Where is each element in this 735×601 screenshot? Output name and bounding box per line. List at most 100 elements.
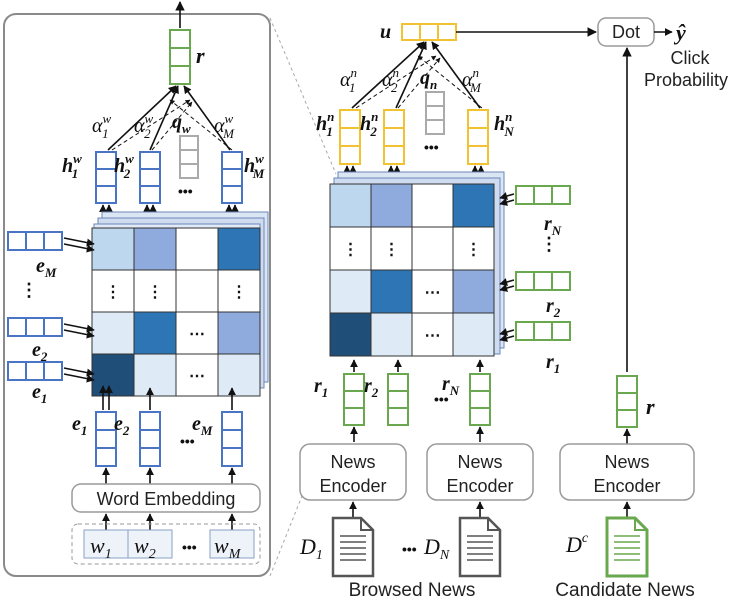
news-encoder-1-line2: Encoder <box>319 476 386 496</box>
word-token-w1-box <box>83 529 129 559</box>
matrix-cell <box>91 311 135 355</box>
e-bottom-ellipsis: ••• <box>180 433 195 449</box>
word-up-arrows <box>102 513 236 532</box>
r-2-side-label: r2 <box>546 295 561 320</box>
u-label: u <box>380 21 391 43</box>
matrix-cell <box>217 353 261 397</box>
matrix-cell <box>411 226 454 271</box>
candidate-encoder-line2: Encoder <box>593 476 660 496</box>
news-encoder-box-2 <box>426 443 534 501</box>
matrix-cell <box>133 269 177 313</box>
prediction-panel: Dot ŷ Click Probability r News Encoder D… <box>555 17 728 601</box>
matrix-cell-ellipsis: ⋯ <box>189 368 205 385</box>
zoom-connector <box>269 17 337 577</box>
hidden-vector-h1 <box>95 151 117 204</box>
matrix-cell <box>91 353 135 397</box>
embedding-side-arrows <box>63 237 95 383</box>
e-1-bottom-label: e1 <box>72 413 87 438</box>
r-up-arrows <box>350 359 484 372</box>
news-vector-r2-side <box>515 271 571 291</box>
hidden-vector-hnn <box>467 109 489 165</box>
matrix-cell <box>217 311 261 355</box>
candidate-document-icon <box>605 516 649 578</box>
r-n-bottom-label: rN <box>442 373 460 398</box>
matrix-cell-ellipsis: ⋯ <box>425 285 441 302</box>
news-attention-matrix: ⋮⋮⋮⋯⋯ <box>329 171 505 357</box>
e-m-bottom-label: eM <box>192 413 213 438</box>
e-m-side-label: eM <box>36 255 57 280</box>
news-encoder-2-line1: News <box>457 452 502 472</box>
matrix-cell-ellipsis: ⋮ <box>384 242 400 259</box>
matrix-cell-ellipsis: ⋮ <box>231 284 247 301</box>
r-side-arrows <box>499 192 515 342</box>
matrix-cell <box>329 183 372 228</box>
embedding-vector-em-side <box>7 231 63 251</box>
document-icon <box>331 516 375 578</box>
matrix-cell <box>175 353 219 397</box>
embedding-vector-e2-side <box>7 317 63 337</box>
embedding-vector-e1-side <box>7 361 63 381</box>
matrix-cell <box>452 312 495 357</box>
click-label-line1: Click <box>671 48 711 68</box>
candidate-r-label: r <box>646 394 655 419</box>
word-token-wm-box <box>209 529 255 559</box>
matrix-cell <box>452 183 495 228</box>
e-side-vdots: ⋮ <box>20 280 38 300</box>
candidate-news-encoder-box <box>559 443 695 501</box>
matrix-cell <box>91 227 135 271</box>
user-vector-u <box>401 23 457 41</box>
matrix-cell <box>370 226 413 271</box>
matrix-cell <box>411 183 454 228</box>
news-vector-r1-side <box>515 321 571 341</box>
word-embedding-up-arrows <box>102 467 236 484</box>
candidate-encoder-line1: News <box>604 452 649 472</box>
hidden-vector-hn1 <box>339 109 361 165</box>
matrix-cell <box>370 183 413 228</box>
matrix-cell <box>175 227 219 271</box>
query-vector-qn <box>425 91 445 135</box>
matrix-cell <box>133 353 177 397</box>
q-n-label: qn <box>420 67 437 92</box>
matrix-cell-ellipsis: ⋮ <box>105 284 121 301</box>
r-1-bottom-label: r1 <box>314 375 328 400</box>
hidden-vector-hm <box>221 151 243 204</box>
embedding-up-arrows <box>99 385 236 410</box>
hidden-vector-hn2 <box>383 109 405 165</box>
word-ellipsis: ••• <box>182 539 197 555</box>
r-label: r <box>196 43 205 68</box>
d-c-label: Dc <box>565 531 589 557</box>
matrix-cell <box>329 312 372 357</box>
word-attention-lines <box>107 85 233 151</box>
candidate-vector-r <box>616 375 638 428</box>
r-1-side-label: r1 <box>546 351 560 376</box>
h-ellipsis: ••• <box>178 183 193 199</box>
news-encoder-2-line2: Encoder <box>446 476 513 496</box>
candidate-news-label: Candidate News <box>555 580 694 601</box>
news-vector-r2-bottom <box>387 373 409 426</box>
embedding-vector-e2-bottom <box>139 411 161 467</box>
matrix-cell <box>370 312 413 357</box>
middle-matrix-grid: ⋮⋮⋮⋯⋯ <box>329 183 495 357</box>
query-vector-qw <box>179 135 199 179</box>
browsed-news-label: Browsed News <box>349 580 476 601</box>
news-encoder-1-line1: News <box>330 452 375 472</box>
word-embedding-label: Word Embedding <box>97 489 236 509</box>
word-tokens-group <box>71 523 261 565</box>
embedding-vector-e1-bottom <box>95 411 117 467</box>
doc-ellipsis: ••• <box>402 541 417 557</box>
word-w1-label: w1 <box>90 533 112 562</box>
r-n-side-label: rN <box>544 213 562 238</box>
news-vector-r1-bottom <box>343 373 365 426</box>
matrix-cell-ellipsis: ⋯ <box>425 328 441 345</box>
r-2-bottom-label: r2 <box>364 375 379 400</box>
matrix-cell <box>133 311 177 355</box>
